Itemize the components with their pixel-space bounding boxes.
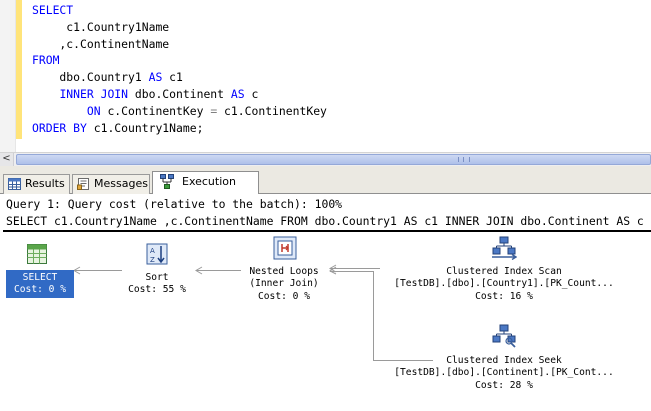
arrow-to-nested-loops-icon [329, 264, 337, 275]
code-line-4: FROM [32, 53, 60, 68]
select-result-icon[interactable] [26, 243, 48, 265]
tab-results-label: Results [25, 177, 65, 190]
svg-text:A: A [150, 247, 155, 255]
editor-horizontal-scrollbar[interactable]: < [0, 152, 651, 166]
link-loops-to-sort [196, 270, 241, 271]
arrow-to-sort-icon [195, 266, 203, 275]
code-line-1: SELECT [32, 3, 74, 17]
select-node[interactable]: SELECT Cost: 0 % [6, 270, 74, 298]
scrollbar-grip-icon [458, 157, 470, 162]
link-seek-to-loops-c [373, 360, 433, 361]
link-seek-to-loops-vertical [373, 271, 374, 360]
clustered-index-scan-icon[interactable] [491, 236, 517, 260]
code-line-7: ON c.ContinentKey = c1.ContinentKey [86, 103, 327, 118]
scrollbar-thumb[interactable] [16, 154, 651, 165]
sort-icon[interactable]: A Z [146, 243, 168, 265]
clustered-index-seek-label[interactable]: Clustered Index Seek [TestDB].[dbo].[Con… [394, 355, 614, 391]
code-line-5: dbo.Country1 AS c1 [32, 70, 183, 85]
sort-node-label[interactable]: Sort Cost: 55 % [128, 272, 186, 296]
clustered-index-seek-icon[interactable] [491, 324, 517, 348]
select-node-label: SELECT Cost: 0 % [14, 272, 66, 296]
code-line-3: ,c.ContinentName [32, 36, 170, 51]
query-text-line: SELECT c1.Country1Name ,c.ContinentName … [6, 214, 651, 228]
link-seek-to-loops-b [330, 271, 373, 272]
query-cost-line: Query 1: Query cost (relative to the bat… [6, 197, 343, 211]
code-line-8: ORDER BY c1.Country1Name; [32, 120, 204, 135]
execution-plan-icon [160, 174, 174, 189]
link-sort-to-select [74, 270, 122, 271]
code-line-2: c1.Country1Name [32, 19, 170, 34]
tab-execution-plan[interactable]: Execution plan [152, 171, 259, 208]
svg-text:Z: Z [150, 256, 155, 264]
arrow-to-select-icon [73, 266, 81, 275]
code-line-6: INNER JOIN dbo.Continent AS c [59, 86, 259, 101]
tab-messages[interactable]: Messages [72, 174, 150, 194]
query-separator [3, 230, 651, 232]
results-grid-icon [8, 178, 21, 190]
clustered-index-scan-label[interactable]: Clustered Index Scan [TestDB].[dbo].[Cou… [394, 266, 614, 302]
change-tracking-bar [16, 0, 22, 139]
scroll-left-arrow-icon[interactable]: < [0, 153, 14, 166]
nested-loops-node-label[interactable]: Nested Loops (Inner Join) Cost: 0 % [249, 266, 319, 302]
tab-results[interactable]: Results [3, 174, 70, 194]
results-tab-strip: Results Messages Execution plan [0, 166, 651, 208]
messages-icon [77, 178, 89, 190]
editor-gutter [0, 0, 16, 152]
execution-plan-pane[interactable]: Query 1: Query cost (relative to the bat… [0, 194, 651, 411]
tab-messages-label: Messages [94, 177, 148, 190]
nested-loops-icon[interactable] [273, 236, 297, 260]
link-scan-to-loops-a [330, 268, 380, 269]
